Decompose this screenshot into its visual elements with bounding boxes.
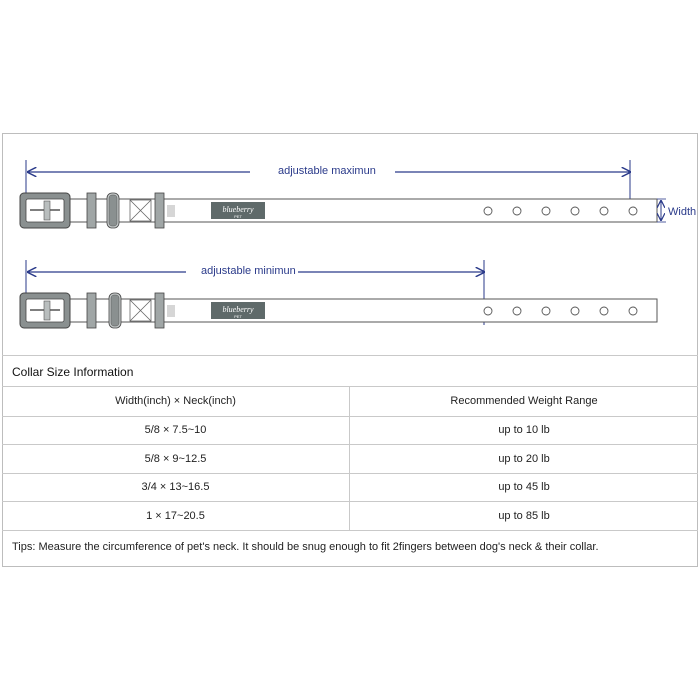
holes-max <box>483 206 638 216</box>
keeper-loop-2 <box>154 192 165 229</box>
keeper-loop <box>86 292 97 329</box>
table-row-divider <box>2 444 698 445</box>
table-cell-size: 5/8 × 7.5~10 <box>144 424 207 436</box>
brand-logo: blueberry PET <box>211 202 265 219</box>
table-cell-size: 5/8 × 9~12.5 <box>144 453 207 465</box>
adjustable-minimum-label: adjustable minimun <box>199 265 298 277</box>
table-cell-weight: up to 85 lb <box>498 510 550 522</box>
table-cell-weight: up to 10 lb <box>498 424 550 436</box>
stitch-box <box>129 199 152 222</box>
keeper-loop <box>86 192 97 229</box>
collar-diagram: blueberry PET <box>19 160 666 329</box>
collar-min: blueberry PET <box>19 260 658 329</box>
stitch-marks <box>167 205 175 217</box>
stitch-marks <box>167 305 175 317</box>
adjustable-maximum-label: adjustable maximun <box>276 165 378 177</box>
table-row-divider <box>2 473 698 474</box>
table-row-divider <box>2 416 698 417</box>
brand-logo: blueberry PET <box>211 302 265 319</box>
table-column-divider <box>349 386 350 530</box>
table-row-divider <box>2 501 698 502</box>
stitch-box <box>129 299 152 322</box>
d-ring-icon <box>108 292 122 329</box>
info-panel <box>2 133 698 567</box>
buckle-icon <box>19 192 71 229</box>
keeper-loop-2 <box>154 292 165 329</box>
svg-text:blueberry: blueberry <box>222 305 254 314</box>
holes-min <box>483 306 638 316</box>
tips-text: Tips: Measure the circumference of pet's… <box>12 541 599 553</box>
svg-text:PET: PET <box>234 314 242 319</box>
buckle-icon <box>19 292 71 329</box>
table-bottom-border <box>2 530 698 531</box>
table-cell-weight: up to 45 lb <box>498 481 550 493</box>
section-title: Collar Size Information <box>12 365 134 379</box>
d-ring-icon <box>106 192 120 229</box>
collar-max: blueberry PET <box>19 160 666 229</box>
table-cell-size: 3/4 × 13~16.5 <box>141 481 210 493</box>
svg-text:PET: PET <box>234 214 242 219</box>
svg-text:blueberry: blueberry <box>222 205 254 214</box>
section-divider <box>2 355 698 356</box>
table-cell-size: 1 × 17~20.5 <box>146 510 205 522</box>
table-top-border <box>2 386 698 387</box>
table-cell-weight: up to 20 lb <box>498 453 550 465</box>
width-label: Width <box>668 206 697 218</box>
table-header-weight: Recommended Weight Range <box>450 395 598 407</box>
table-header-size: Width(inch) × Neck(inch) <box>115 395 236 407</box>
